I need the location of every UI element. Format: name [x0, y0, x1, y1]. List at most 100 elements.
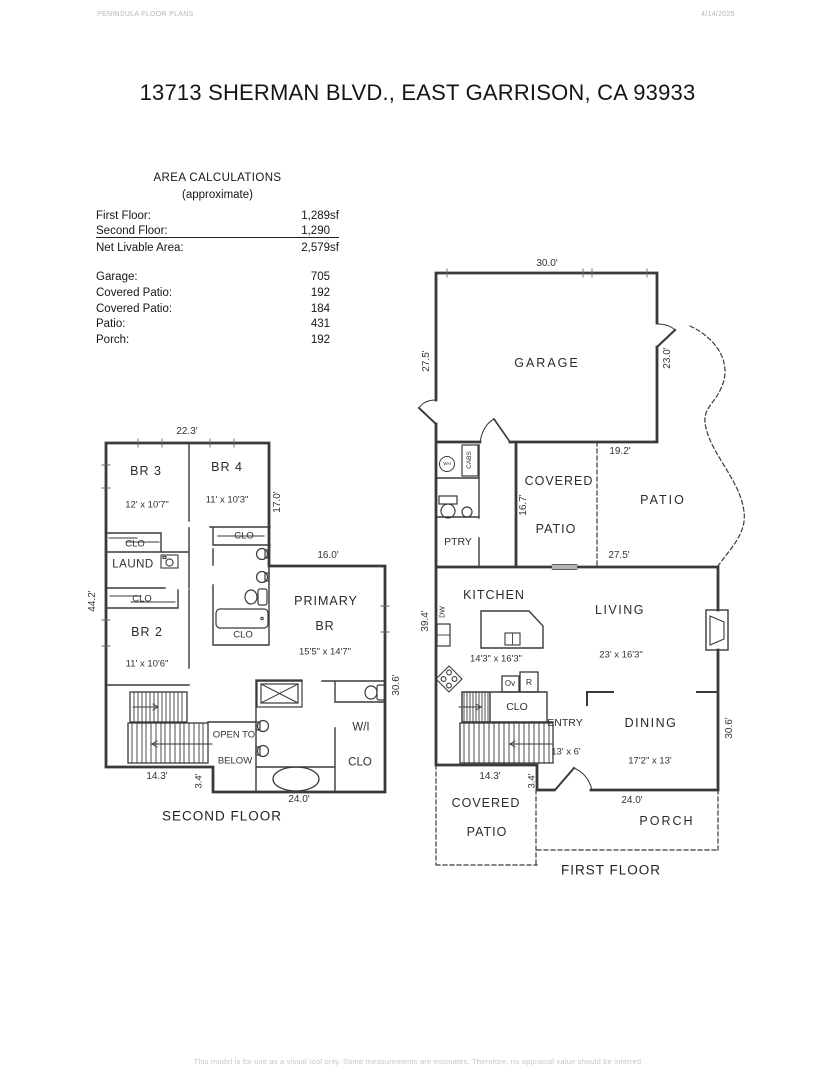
water-heater [439, 456, 455, 472]
patio-dashed-lines [435, 325, 745, 866]
first-floor-title: FIRST FLOOR [560, 862, 662, 878]
dim-top-2f: 22.3' [176, 426, 198, 437]
dining-corner-marks [586, 691, 719, 706]
area-row-value: 1,289sf [301, 209, 339, 222]
area-calc-subheading: (approximate) [182, 189, 253, 201]
dim-patio-width: 19.2' [609, 446, 631, 457]
stairs-upper-flight-ff [458, 691, 489, 723]
area-row-value: 184 [310, 302, 330, 315]
primary-tub [272, 766, 320, 792]
kitchen-dim: 14'3" x 16'3" [469, 653, 523, 665]
dim-left-height: 39.4' [420, 610, 431, 632]
area-calc-heading: AREA CALCULATIONS [153, 172, 282, 184]
fireplace [705, 609, 729, 651]
living-dim: 23' x 16'3" [599, 649, 643, 661]
br4-dim: 11' x 10'3" [205, 494, 249, 506]
header-date: 4/14/2025 [701, 11, 735, 18]
area-row-value: 192 [310, 333, 330, 346]
first-floor-plan [417, 268, 745, 866]
patio-curvy-boundary [689, 325, 745, 567]
powder-toilet [438, 495, 458, 519]
hall-bath-toilet [244, 588, 268, 606]
pantry-label: PTRY [444, 535, 472, 548]
sliding-door [551, 564, 578, 570]
closet-bath-label: CLO [233, 629, 253, 641]
area-row-covered-patio-1: Covered Patio: 192 [96, 283, 339, 299]
covered-patio-label-2: PATIO [535, 521, 577, 536]
area-row-label: Patio: [96, 318, 126, 331]
open-to-below-1: OPEN TO [212, 729, 256, 741]
dining-dim: 17'2" x 13' [628, 755, 672, 767]
oven-label: Ov [504, 679, 516, 688]
porch-label: PORCH [639, 813, 695, 828]
second-floor-title: SECOND FLOOR [161, 808, 283, 824]
disclaimer-text: This model is for use as a visual tool o… [193, 1057, 642, 1066]
closet-br3-label: CLO [125, 538, 145, 550]
garage-left-door [417, 399, 438, 426]
dim-garage-left: 27.5' [421, 350, 432, 372]
primary-dim: 15'5" x 14'7" [298, 646, 352, 658]
area-row-value: 192 [310, 286, 330, 299]
area-row-second-floor: Second Floor: 1,290 [96, 222, 339, 239]
washer-icon [160, 554, 179, 569]
dishwasher-label: DW [439, 606, 447, 618]
cabs-label: CABS [465, 451, 473, 469]
dim-bottom-2f: 24.0' [288, 794, 310, 805]
dim-patio-bottom: 27.5' [608, 550, 630, 561]
stairs-lower-flight-ff [459, 722, 554, 764]
primary-shower [256, 679, 303, 708]
primary-label-2: BR [315, 618, 335, 633]
area-row-label: Second Floor: [96, 225, 168, 238]
area-row-label: First Floor: [96, 209, 151, 222]
area-row-value: 705 [310, 271, 330, 284]
page-title: 13713 SHERMAN BLVD., EAST GARRISON, CA 9… [139, 80, 696, 105]
area-row-label: Covered Patio: [96, 286, 173, 299]
area-row-net-livable: Net Livable Area: 2,579sf [96, 238, 339, 254]
dining-label: DINING [624, 715, 678, 730]
area-row-label: Net Livable Area: [96, 241, 184, 254]
dim-bottom: 24.0' [621, 795, 643, 806]
area-row-first-floor: First Floor: 1,289sf [96, 206, 339, 222]
br3-dim: 12' x 10'7" [125, 499, 169, 511]
br2-label: BR 2 [131, 624, 163, 639]
powder-sink [461, 506, 473, 518]
living-label: LIVING [595, 602, 645, 617]
covered-patio-bl-label-1: COVERED [451, 795, 521, 810]
primary-toilet [364, 684, 386, 701]
br2-dim: 11' x 10'6" [125, 658, 169, 670]
covered-patio-label-1: COVERED [524, 473, 594, 488]
dim-bottom-left: 14.3' [479, 771, 501, 782]
area-row-label: Covered Patio: [96, 302, 173, 315]
entry-dim: 13' x 6' [551, 746, 581, 758]
primary-label-1: PRIMARY [294, 593, 358, 608]
area-row-value: 1,290 [301, 225, 330, 238]
garage-interior-door [479, 417, 512, 444]
dim-primary-width: 16.0' [317, 550, 339, 561]
header-brand: PENINSULA FLOOR PLANS [97, 11, 194, 18]
hall-bath-tub [215, 608, 269, 629]
laundry-label: LAUND [112, 558, 154, 571]
area-row-porch: Porch: 192 [96, 330, 339, 346]
area-row-value: 431 [310, 318, 330, 331]
stairs-lower-flight [127, 722, 213, 764]
second-floor-plan [101, 438, 390, 794]
dim-bottom-left-2f: 14.3' [146, 771, 168, 782]
window-ticks-ff [446, 268, 648, 278]
area-row-label: Garage: [96, 271, 138, 284]
dim-left-height-2f: 44.2' [87, 590, 98, 612]
garage-label: GARAGE [514, 355, 580, 370]
dim-right-height: 30.6' [724, 717, 735, 739]
area-row-garage: Garage: 705 [96, 268, 339, 284]
area-row-label: Porch: [96, 333, 130, 346]
patio-label: PATIO [640, 492, 686, 507]
water-heater-label: WH [443, 460, 451, 466]
stairs-upper-flight [129, 691, 188, 723]
area-row-covered-patio-2: Covered Patio: 184 [96, 299, 339, 315]
dim-right-height-2f: 30.6' [391, 674, 402, 696]
dim-step-2f: 3.4' [193, 773, 205, 789]
entry-label: ENTRY [547, 716, 583, 729]
closet-br2-label: CLO [132, 593, 152, 605]
window-ticks [101, 438, 390, 647]
